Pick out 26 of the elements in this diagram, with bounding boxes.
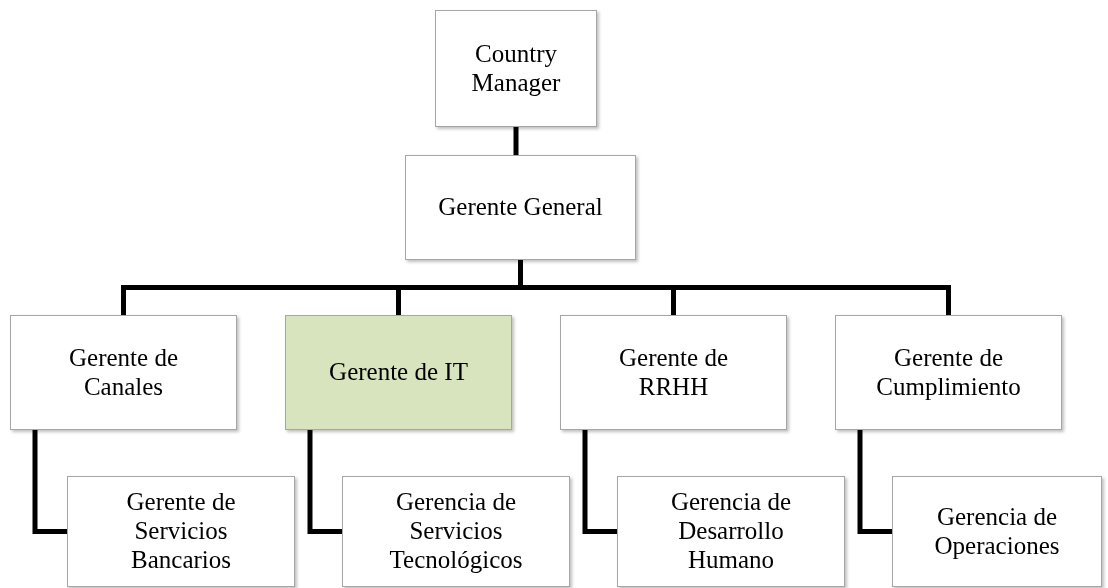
role-title: Gerente de Servicios Bancarios <box>125 488 237 575</box>
connector-line <box>582 430 617 534</box>
role-box <box>835 315 1062 430</box>
role-title: Gerente de IT <box>329 358 468 387</box>
role-box <box>10 315 237 430</box>
role-box <box>617 476 845 587</box>
connector-line <box>518 260 951 315</box>
connector-line <box>513 127 519 155</box>
role-title: Gerente General <box>438 193 603 222</box>
role-title: Gerencia de Servicios Tecnológicos <box>388 488 524 575</box>
role-box <box>342 476 570 587</box>
role-title: Country Manager <box>470 39 562 98</box>
connector-line <box>32 430 67 534</box>
role-box <box>405 155 636 260</box>
role-title: Gerencia de Operaciones <box>933 502 1061 561</box>
role-box <box>435 10 597 127</box>
role-title: Gerente de Cumplimiento <box>875 343 1022 402</box>
role-title: Gerente de RRHH <box>618 343 729 402</box>
role-title: Gerencia de Desarrollo Humano <box>669 488 793 575</box>
connector-line <box>307 430 342 534</box>
role-box <box>892 476 1102 587</box>
role-box <box>560 315 787 430</box>
role-box <box>67 476 295 587</box>
role-title: Gerente de Canales <box>68 343 179 402</box>
highlighted-role-box <box>285 315 512 430</box>
connector-line <box>857 430 892 534</box>
